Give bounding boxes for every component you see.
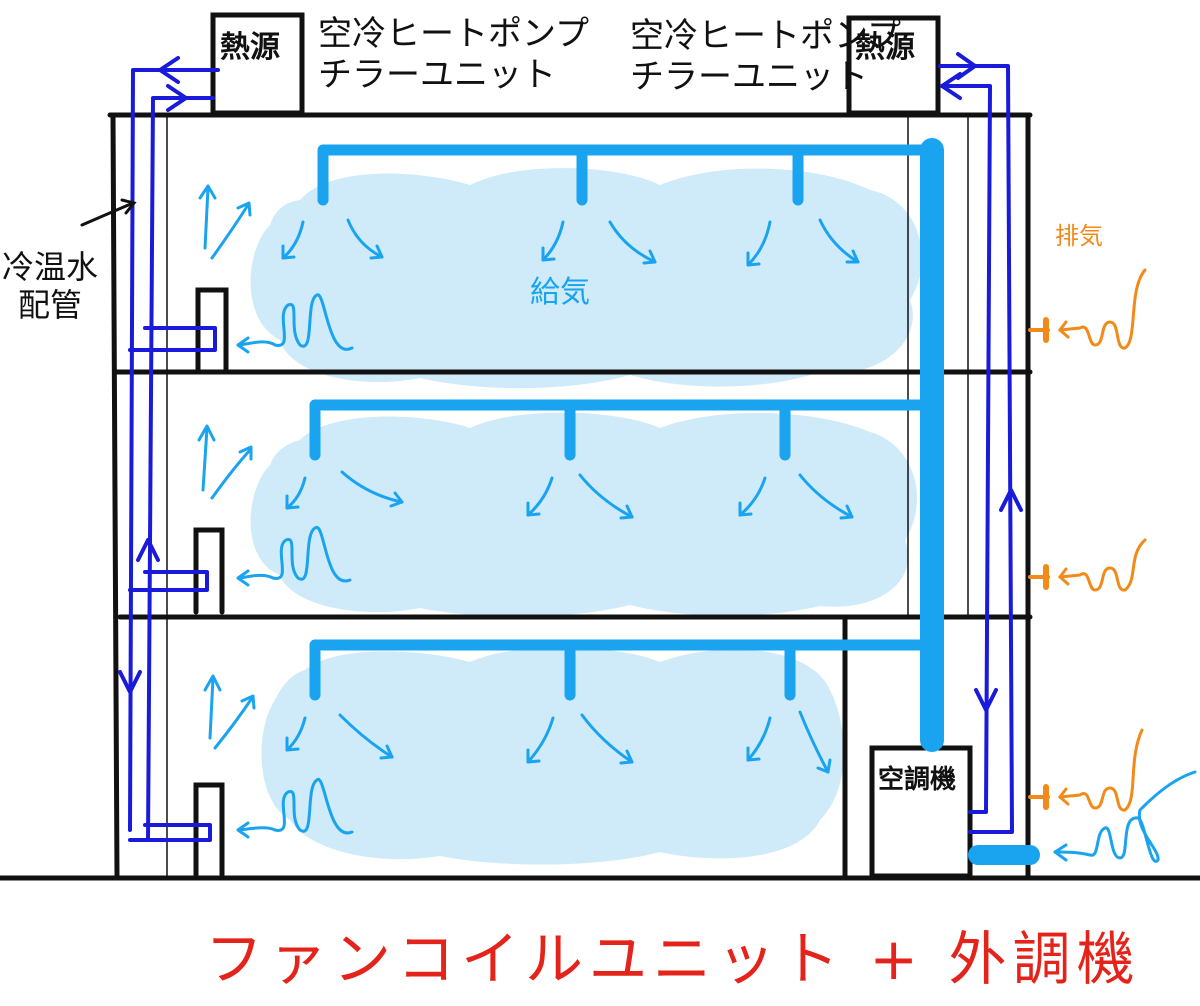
fan-coil-units — [193, 287, 229, 878]
heat-source-box-right — [846, 15, 941, 116]
chiller-label-right: 空冷ヒートポンプ チラーユニット — [630, 16, 901, 97]
air-handler-box — [869, 745, 973, 879]
water-pipe-label: 冷温水 配管 — [2, 248, 99, 325]
supply-cloud-floor1 — [261, 647, 844, 865]
outdoor-air-intake-arrow — [1053, 770, 1197, 863]
water-pipe-right-inner — [940, 84, 992, 814]
supply-air-arrows — [197, 184, 1197, 863]
exhaust-waves — [1057, 268, 1147, 812]
duct-branch-floor1 — [309, 639, 938, 701]
heat-source-label-right: 熱源 — [855, 30, 915, 65]
supply-duct — [309, 138, 1040, 865]
exhaust-label: 排気 — [1055, 222, 1103, 250]
water-pipe-left-inner — [146, 96, 215, 842]
left-wall — [110, 112, 120, 881]
fan-coil-unit-floor1 — [193, 782, 225, 878]
supply-cloud-floor3 — [250, 168, 922, 389]
fan-coil-unit-floor3 — [195, 287, 229, 375]
heat-source-label-left: 熱源 — [220, 30, 280, 65]
supply-air-label: 給気 — [530, 275, 590, 310]
chilled-hot-water-piping — [118, 52, 1023, 842]
duct-branch-floor2 — [309, 399, 938, 461]
heat-source-units — [210, 12, 941, 116]
water-pipe-left-outer — [128, 68, 220, 832]
air-handler-label: 空調機 — [878, 765, 957, 795]
water-pipe-right-outer — [938, 64, 1014, 834]
heat-source-box-left — [210, 12, 305, 116]
shafts — [166, 115, 969, 878]
diagram-caption: ファンコイルユニット + 外調機 — [205, 925, 1141, 993]
supply-air-clouds — [250, 168, 922, 865]
chiller-label-left: 空冷ヒートポンプ チラーユニット — [318, 14, 589, 95]
duct-branch-floor3 — [317, 144, 938, 206]
exhaust-fans — [1028, 317, 1050, 810]
supply-cloud-floor2 — [250, 412, 918, 617]
pipe-leader-arrow — [80, 198, 137, 227]
